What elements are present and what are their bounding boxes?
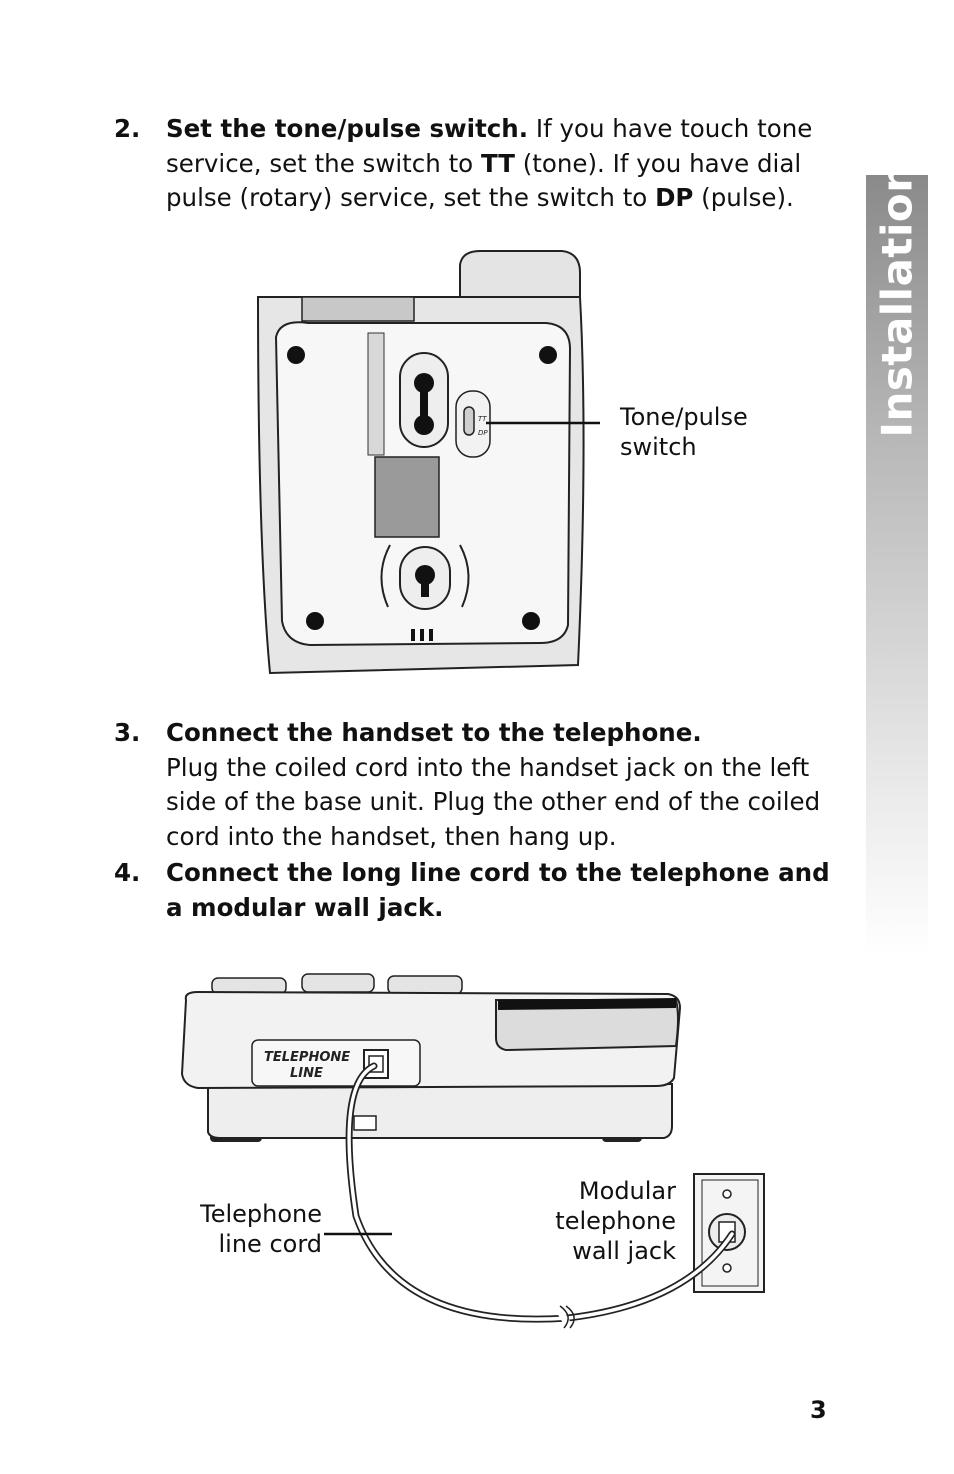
step-body: Set the tone/pulse switch. If you have t… <box>166 112 844 216</box>
step-3: 3. Connect the handset to the telephone.… <box>114 716 844 854</box>
section-tab-label: Installation <box>872 162 922 438</box>
step-body: Connect the long line cord to the teleph… <box>166 856 844 925</box>
step-text: Plug the coiled cord into the handset ja… <box>166 752 821 851</box>
callout-line: telephone <box>555 1207 676 1235</box>
step-text: (tone). If you have dial pulse (rotary) … <box>166 148 802 213</box>
switch-dp-label: DP <box>478 429 488 437</box>
callout-line: Modular <box>578 1177 676 1205</box>
panel-label: LINE <box>290 1066 323 1081</box>
callout-line: line cord <box>218 1230 323 1258</box>
base-bottom-illustration: TT DP <box>256 250 600 675</box>
step-title: Connect the long line cord to the teleph… <box>166 858 830 922</box>
switch-tt-label: TT <box>478 415 487 423</box>
step-title: Set the tone/pulse switch. <box>166 114 529 143</box>
step-title: Connect the handset to the telephone. <box>166 718 702 747</box>
step-text: If you have touch tone service, set the … <box>166 114 813 178</box>
line-cord-callout: Telephone line cord <box>200 1199 322 1259</box>
callout-line: Telephone <box>200 1200 322 1228</box>
wall-jack-callout: Modular telephone wall jack <box>540 1176 676 1266</box>
step-number: 4. <box>114 858 141 887</box>
step-number: 3. <box>114 718 141 747</box>
section-tab: Installation <box>866 162 928 955</box>
line-cord-illustration: TELEPHONE LINE <box>180 973 765 1330</box>
panel-label: TELEPHONE <box>264 1050 350 1065</box>
step-2: 2. Set the tone/pulse switch. If you hav… <box>114 112 844 216</box>
step-text: (pulse). <box>693 183 794 212</box>
page-number: 3 <box>810 1396 827 1424</box>
step-number: 2. <box>114 114 141 143</box>
pulse-setting: DP <box>655 183 694 212</box>
tone-setting: TT <box>480 148 515 178</box>
callout-line: switch <box>620 433 697 461</box>
step-4: 4. Connect the long line cord to the tel… <box>114 856 844 925</box>
step-body: Connect the handset to the telephone. Pl… <box>166 716 844 854</box>
tone-pulse-callout: Tone/pulse switch <box>620 402 748 462</box>
callout-line: Tone/pulse <box>620 403 748 431</box>
callout-line: wall jack <box>572 1237 676 1265</box>
